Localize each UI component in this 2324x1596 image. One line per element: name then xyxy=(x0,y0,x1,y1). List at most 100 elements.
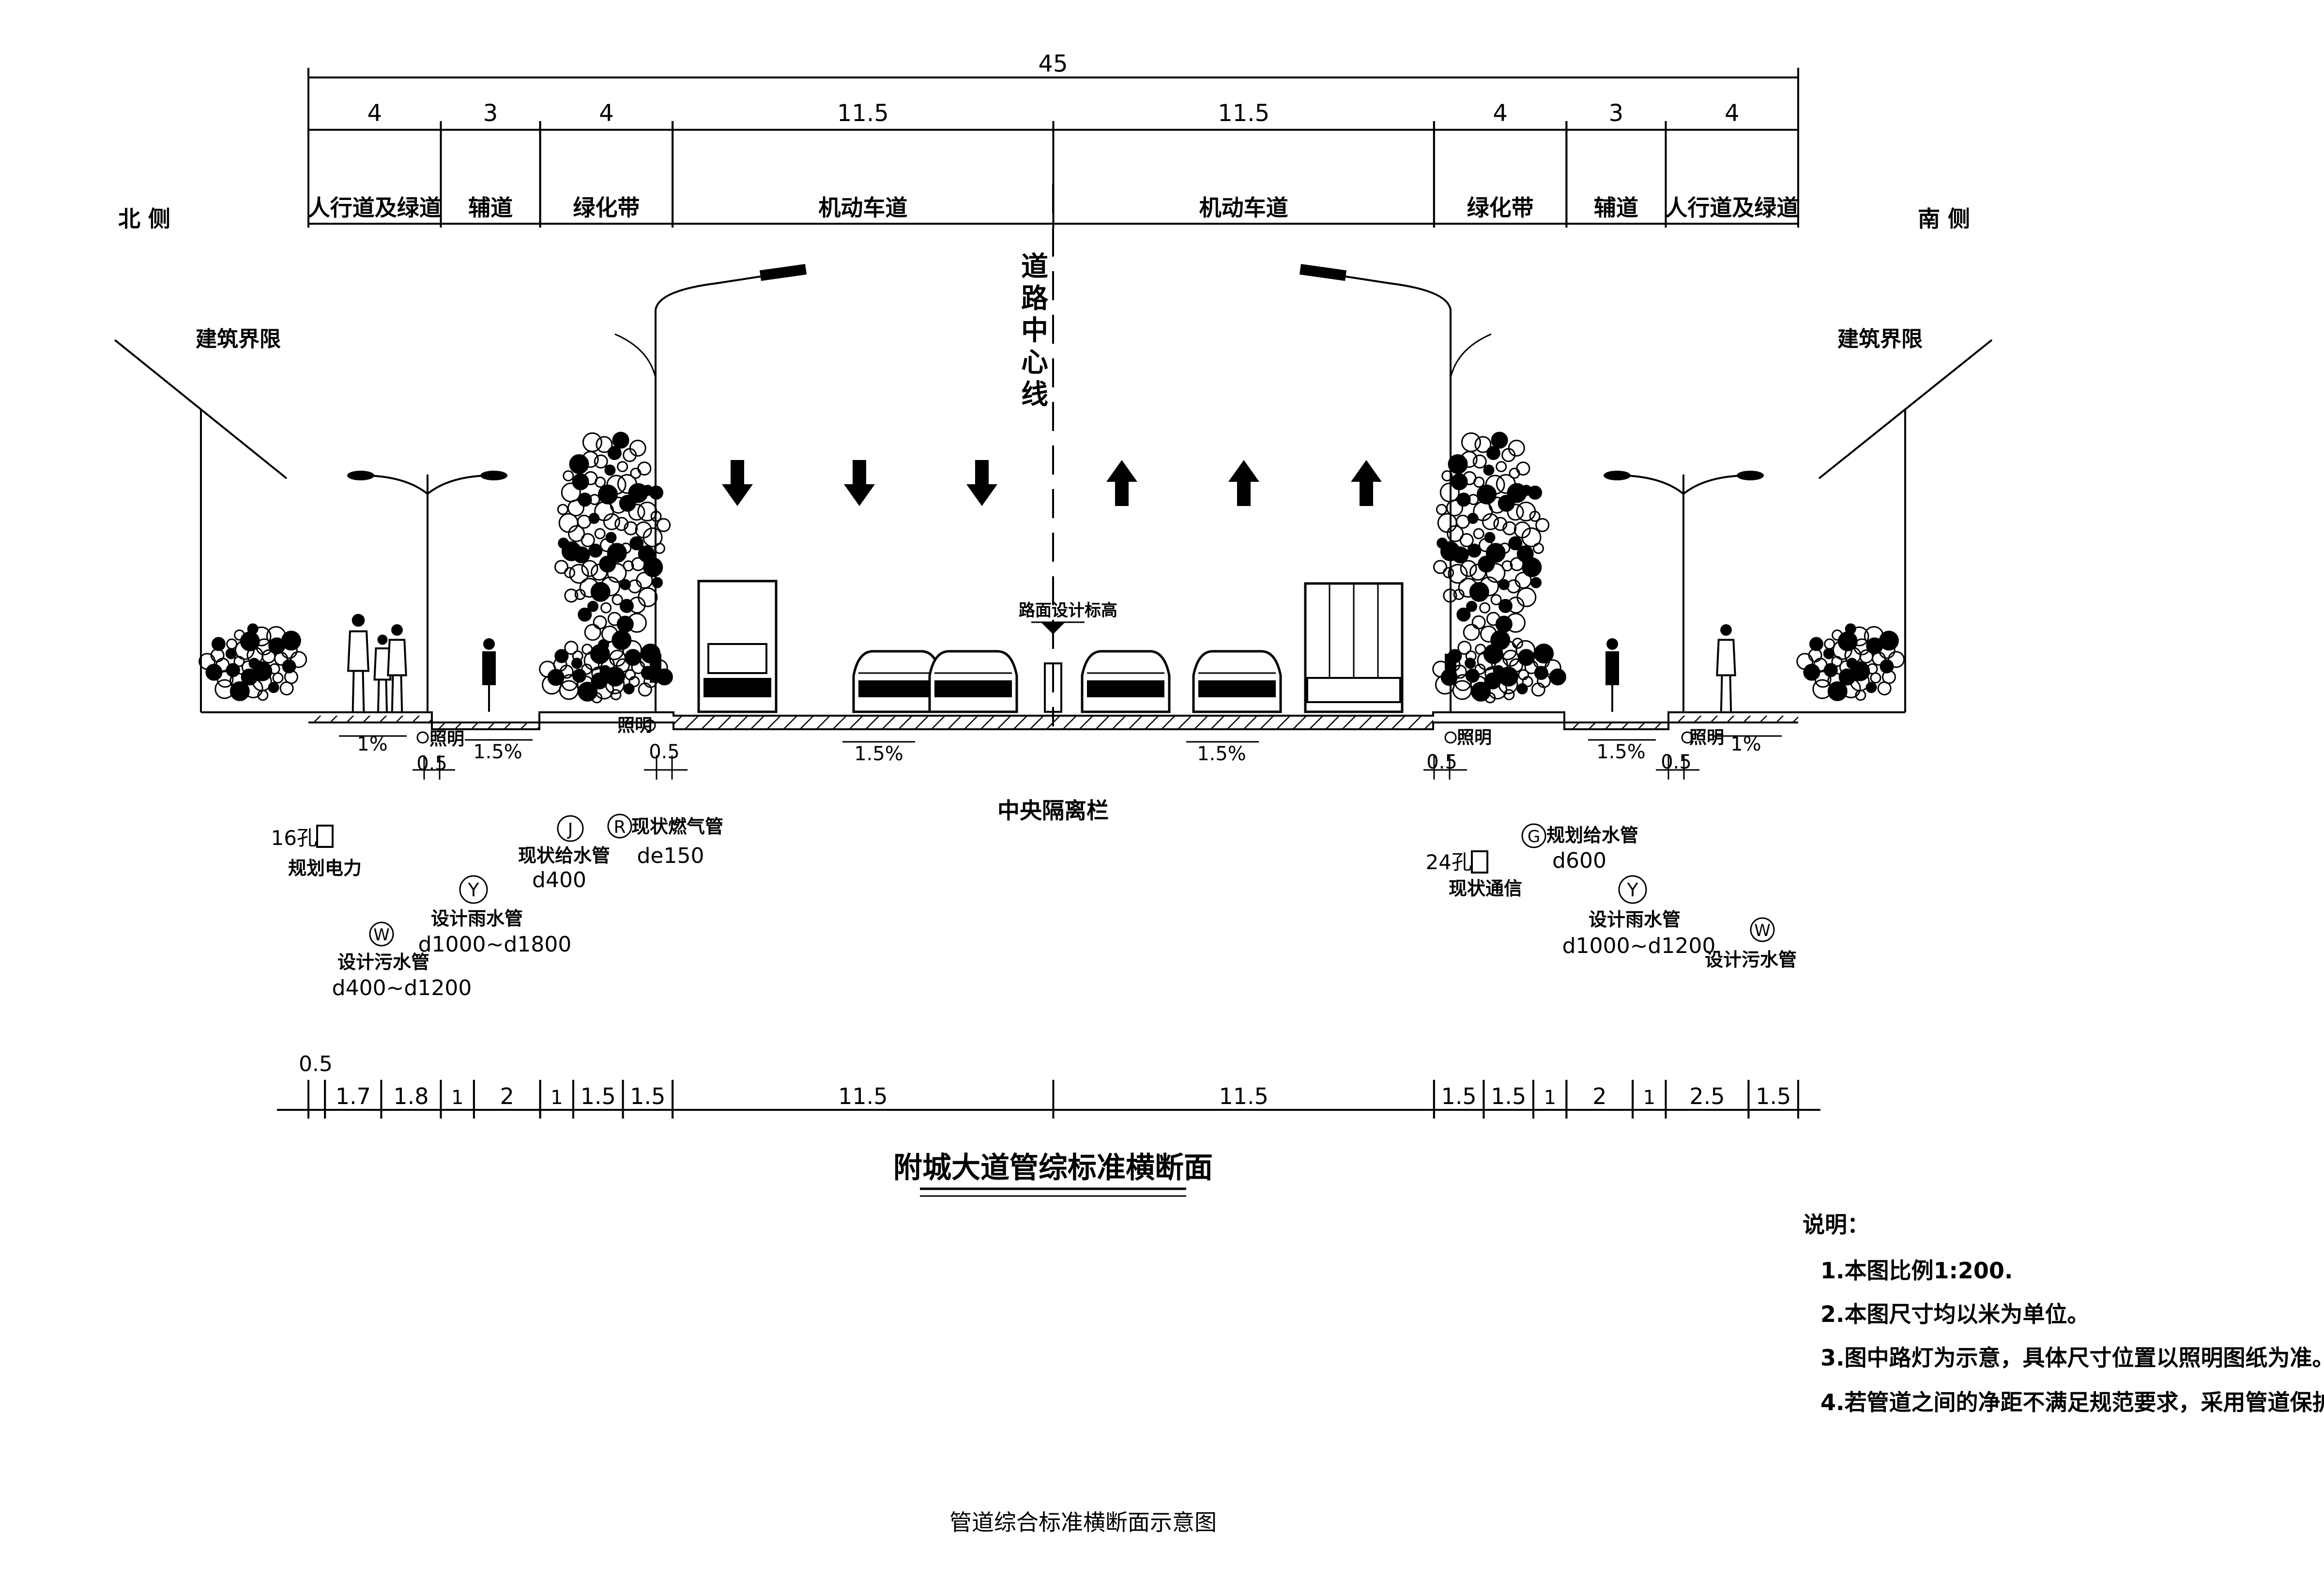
vegetation xyxy=(199,431,1905,704)
pipe-name: 设计雨水管 xyxy=(1589,909,1681,930)
zone-label: 绿化带 xyxy=(573,195,640,221)
pipe-name: 设计污水管 xyxy=(337,951,429,973)
drawing-caption: 管道综合标准横断面示意图 xyxy=(949,1509,1217,1535)
ground-profile xyxy=(201,711,1905,730)
pipe-power: 16孔 规划电力 xyxy=(271,825,362,879)
bottom-dimension-label: 1.5 xyxy=(581,1083,616,1109)
pipe-gas: R 现状燃气管 de150 xyxy=(607,813,723,868)
pipe-count: 24孔 xyxy=(1426,850,1472,874)
pipe-rain-left: Y 设计雨水管 d1000~d1800 xyxy=(418,875,571,957)
arrow-down-icon xyxy=(966,460,997,506)
lighting-markers: 照明 照明 照明 照明 xyxy=(416,716,1724,749)
note-item: 3.图中路灯为示意，具体尺寸位置以照明图纸为准。 xyxy=(1820,1345,2324,1371)
car xyxy=(852,650,942,713)
lighting-label: 照明 xyxy=(1457,728,1492,748)
pipe-name: 现状给水管 xyxy=(518,845,610,866)
slope-label: 1% xyxy=(1730,733,1761,755)
pipe-name: 现状通信 xyxy=(1449,878,1522,899)
top-dimension-label: 11.5 xyxy=(837,100,889,127)
bottom-lead-label: 0.5 xyxy=(299,1052,333,1076)
centerline-label: 道路中心线 xyxy=(1017,252,1048,412)
pipe-name: 现状燃气管 xyxy=(631,816,723,837)
slope-label: 1.5% xyxy=(1197,743,1246,765)
top-dimension-label: 3 xyxy=(483,100,498,127)
pipe-size: d600 xyxy=(1552,848,1606,873)
pipe-count: 16孔 xyxy=(271,826,317,850)
arrow-down-icon xyxy=(844,460,875,506)
median-barrier: 路面设计标高 中央隔离栏 xyxy=(997,601,1117,824)
zone-label: 辅道 xyxy=(1594,195,1638,221)
bottom-dimension-label: 1.5 xyxy=(1441,1083,1477,1109)
overall-dimension: 45 xyxy=(307,50,1799,228)
pipe-size: d400~d1200 xyxy=(332,976,472,1000)
bottom-dimension-label: 2 xyxy=(500,1083,514,1109)
offset-label: 0.5 xyxy=(416,752,447,775)
car xyxy=(1192,650,1282,713)
zone-label: 人行道及绿道 xyxy=(308,195,442,221)
pipe-symbol: J xyxy=(567,820,573,840)
offset-label: 0.5 xyxy=(1661,751,1692,773)
slope-labels: 1% 1.5% 1.5% 1.5% 1.5% 1% xyxy=(339,733,1782,765)
pipe-symbol: Y xyxy=(1626,879,1638,901)
bottom-dimension-label: 2 xyxy=(1592,1083,1606,1109)
arrow-down-icon xyxy=(722,460,753,506)
bottom-dimension-label: 1.7 xyxy=(336,1083,371,1109)
arrow-up-icon xyxy=(1106,460,1137,506)
pipe-symbol: W xyxy=(373,925,390,945)
zone-label: 辅道 xyxy=(468,195,513,221)
pipe-size: de150 xyxy=(637,844,704,868)
road-pavement xyxy=(673,716,1433,728)
bottom-dimension-label: 11.5 xyxy=(1219,1083,1268,1109)
offset-dimensions: 0.5 0.5 0.5 0.5 xyxy=(413,741,1699,780)
pipe-symbol: G xyxy=(1528,827,1540,846)
arrow-up-icon xyxy=(1351,460,1382,506)
pedestrian xyxy=(373,634,392,713)
vehicles xyxy=(697,580,1404,713)
cyclist-left xyxy=(482,638,496,712)
building-limit-right-label: 建筑界限 xyxy=(1837,327,1923,352)
shrub-left xyxy=(539,638,673,704)
north-side-label: 北 侧 xyxy=(118,206,170,232)
zone-label: 人行道及绿道 xyxy=(1665,195,1799,221)
pipe-size: d1000~d1200 xyxy=(1562,934,1716,958)
pipe-name: 设计雨水管 xyxy=(431,908,523,929)
top-dimension-label: 4 xyxy=(599,100,614,127)
pipe-symbol: R xyxy=(613,817,626,837)
pipe-size: d400 xyxy=(532,868,586,892)
lighting-label: 照明 xyxy=(429,729,464,749)
truck-left xyxy=(697,580,778,713)
zone-label: 机动车道 xyxy=(818,195,907,221)
top-dimension-label: 11.5 xyxy=(1218,100,1269,127)
building-limit-left: 建筑界限 xyxy=(114,327,288,712)
bottom-dimension-label: 11.5 xyxy=(838,1083,887,1109)
bottom-dimension-label: 1 xyxy=(550,1087,563,1109)
tree-right xyxy=(1433,431,1550,650)
street-light-small-left xyxy=(347,471,507,712)
note-item: 1.本图比例1:200. xyxy=(1820,1258,2013,1284)
slope-label: 1.5% xyxy=(1596,741,1646,763)
bottom-dimension-label: 1 xyxy=(1643,1087,1655,1109)
lighting-label: 照明 xyxy=(617,716,652,736)
pipe-sewage-left: W 设计污水管 d400~d1200 xyxy=(332,921,472,1000)
zone-label: 绿化带 xyxy=(1467,195,1534,221)
pedestrian xyxy=(347,614,369,713)
bottom-dimension-label: 1 xyxy=(1544,1087,1556,1109)
note-item: 2.本图尺寸均以米为单位。 xyxy=(1820,1301,2089,1327)
top-dimension-label: 4 xyxy=(1493,100,1508,127)
section-title-text: 附城大道管综标准横断面 xyxy=(893,1151,1213,1185)
zone-labels: 人行道及绿道辅道绿化带机动车道机动车道绿化带辅道人行道及绿道 xyxy=(308,195,1799,225)
top-dimension-label: 4 xyxy=(367,100,382,127)
pipe-name: 规划给水管 xyxy=(1546,825,1638,846)
cyclist-right xyxy=(1605,638,1619,712)
slope-label: 1.5% xyxy=(854,743,903,765)
slope-label: 1.5% xyxy=(473,741,522,763)
note-item: 4.若管道之间的净距不满足规范要求，采用管道保护措施。 xyxy=(1820,1389,2324,1415)
street-light-small-right xyxy=(1604,471,1764,712)
pipe-sewage-right: W 设计污水管 xyxy=(1705,917,1797,970)
pipe-name: 规划电力 xyxy=(288,858,362,879)
car xyxy=(928,650,1018,713)
top-dimension-label: 4 xyxy=(1725,100,1740,127)
truck-right xyxy=(1304,582,1404,713)
overall-width-label: 45 xyxy=(1038,50,1068,77)
